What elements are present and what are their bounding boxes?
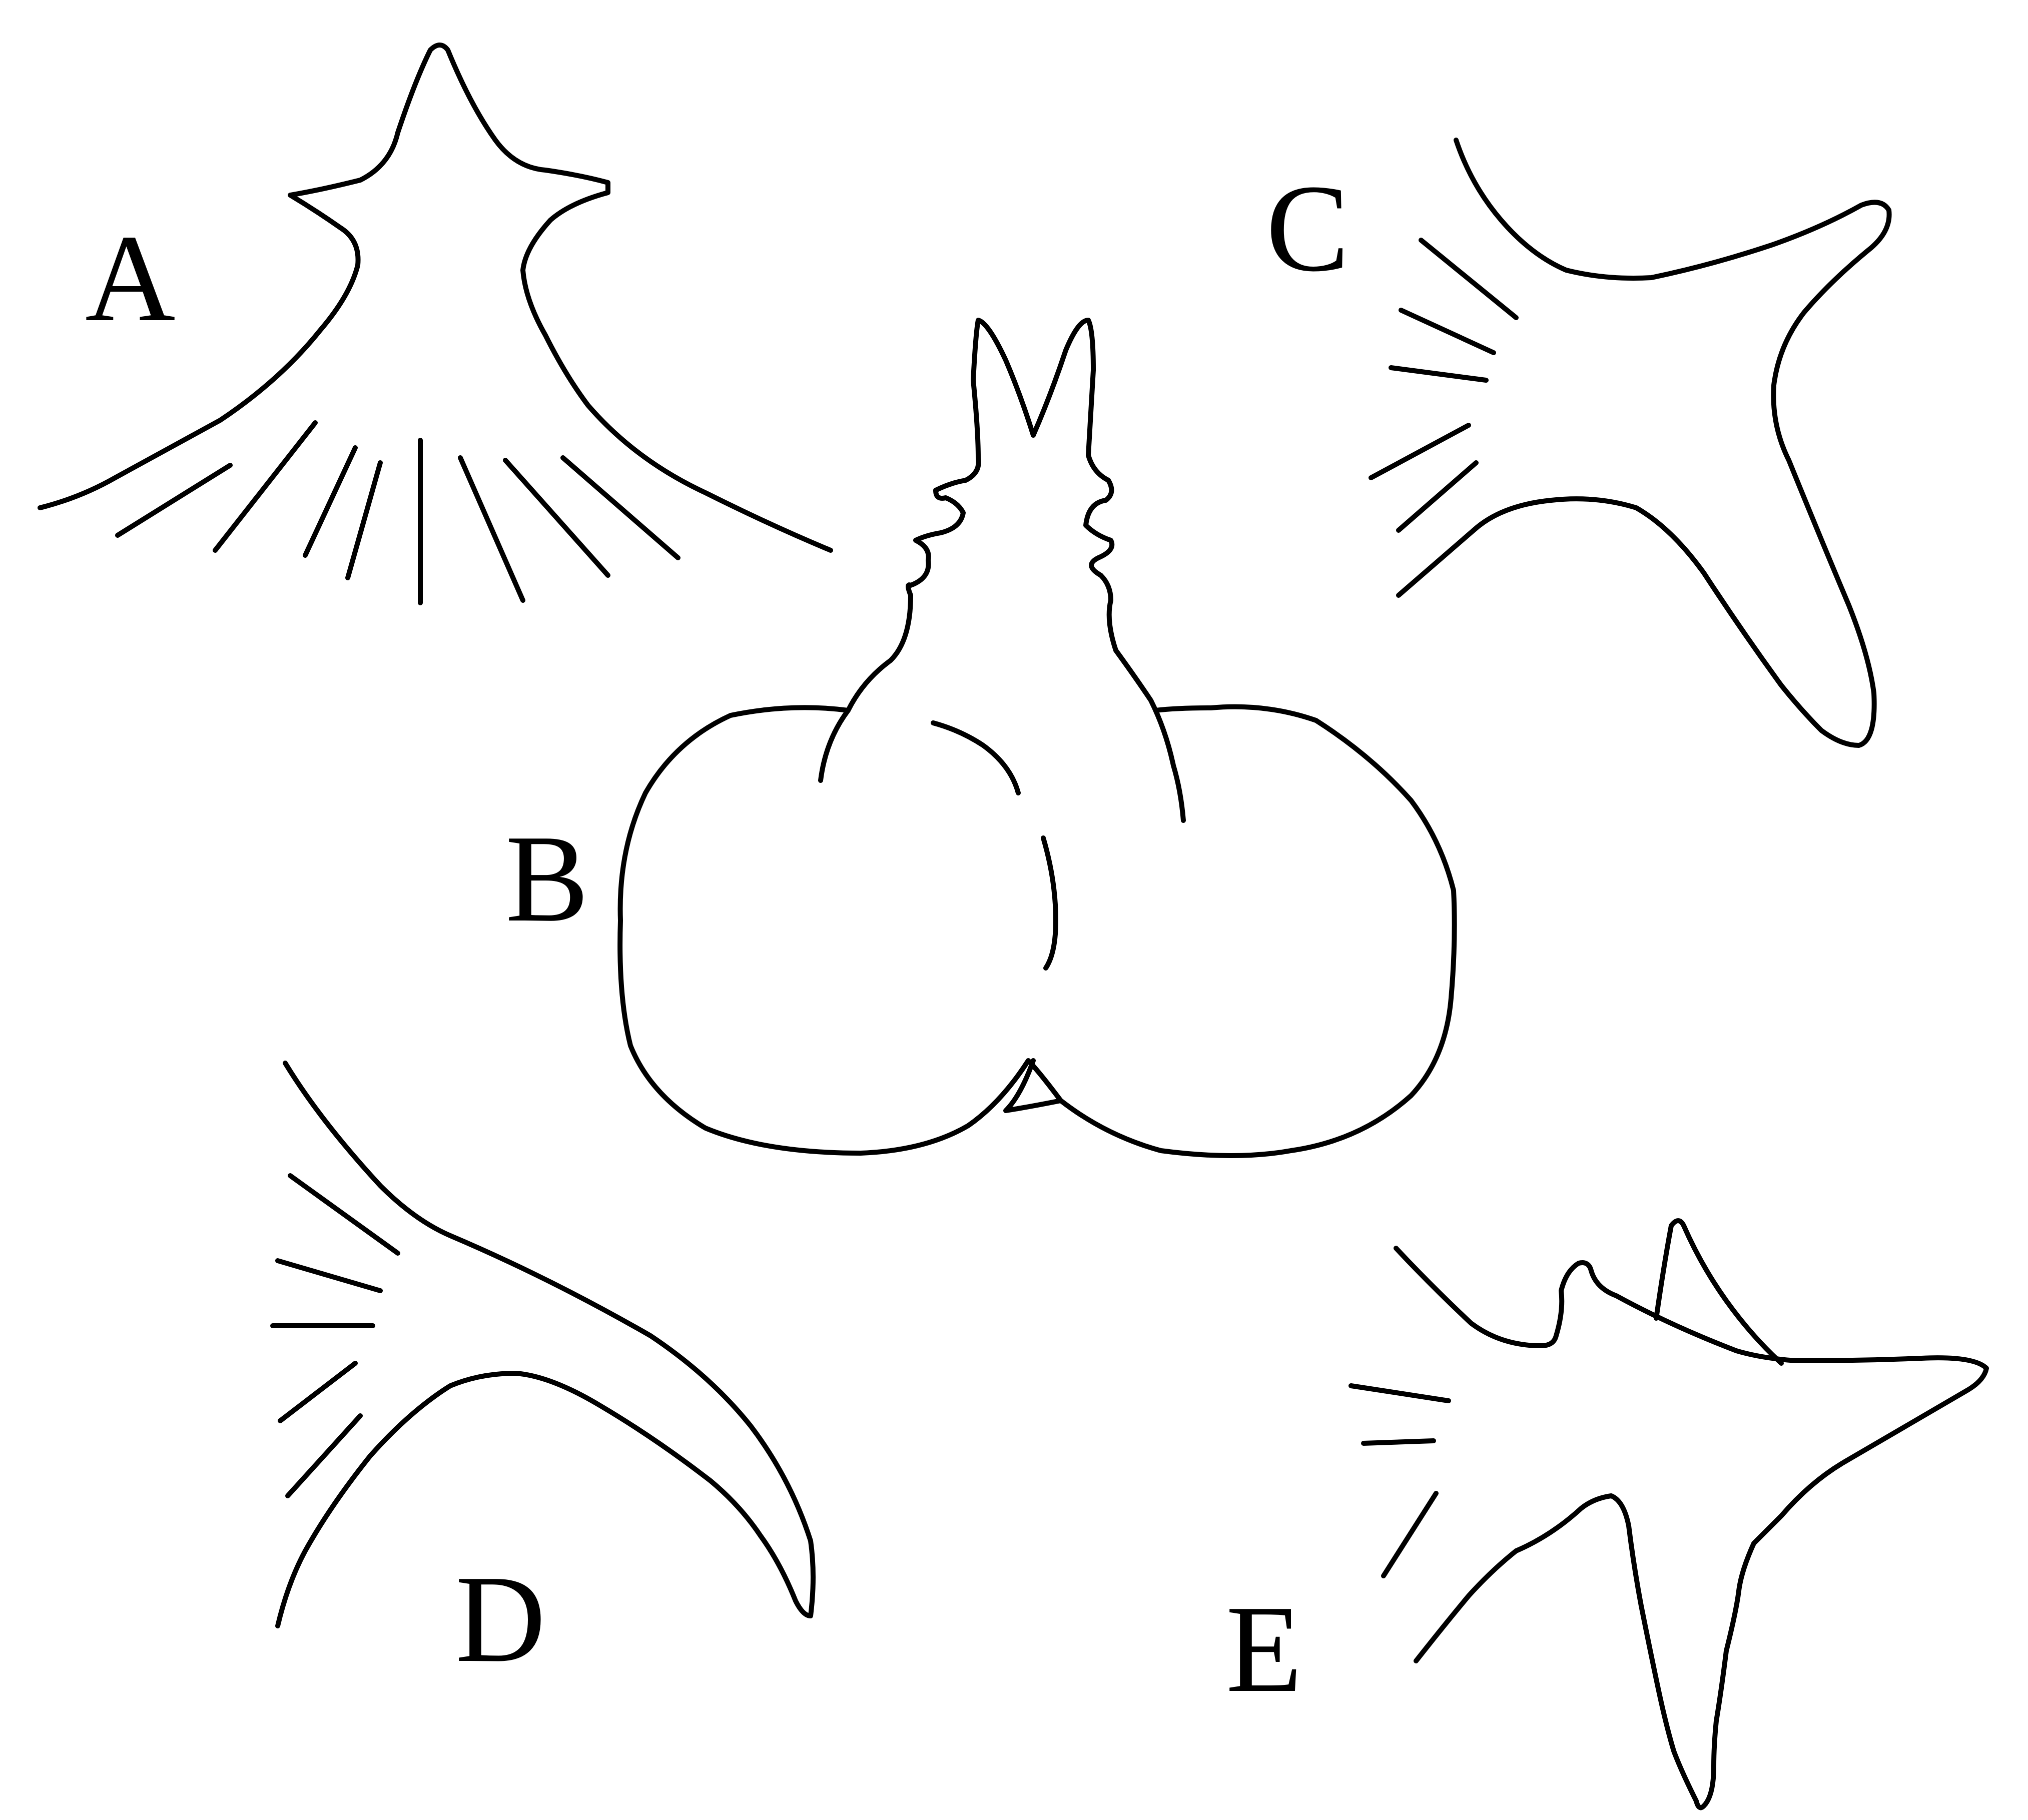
panel-c-striation	[1399, 308, 1496, 355]
panel-a-striation	[503, 458, 610, 578]
panel-b-groove-lower	[1041, 835, 1058, 971]
panel-a-striation	[303, 445, 358, 558]
panel-d-striation	[288, 1173, 400, 1256]
panel-c-striation	[1419, 238, 1519, 320]
panel-c-label: C	[1266, 159, 1349, 298]
panel-d-outline	[275, 1061, 816, 1628]
panel-a-striation	[458, 455, 525, 603]
panel-c-striation	[1396, 460, 1479, 533]
panel-e-drawing: E	[1226, 1218, 1989, 1810]
panel-a-striation	[345, 460, 383, 580]
panel-a-outline	[38, 43, 833, 553]
panel-e-label: E	[1226, 1580, 1302, 1718]
panel-a-drawing: A	[38, 43, 833, 605]
panel-e-striation	[1348, 1383, 1451, 1403]
panel-b-process-outline	[846, 318, 1186, 823]
panel-e-outline	[1394, 1246, 1989, 1810]
panel-a-striation	[213, 420, 318, 553]
panel-c-striation	[1389, 365, 1489, 383]
panel-c-striation	[1396, 528, 1476, 598]
panel-b-drawing: B	[505, 318, 1457, 1158]
panel-c-drawing: C	[1266, 138, 1892, 748]
panel-d-striation	[285, 1413, 363, 1498]
panel-b-basal-notch	[1003, 1058, 1063, 1113]
panel-d-striation	[278, 1361, 358, 1423]
panel-c-outline	[1454, 138, 1892, 748]
panel-b-label: B	[505, 809, 589, 948]
panel-e-spur-outline	[1654, 1218, 1784, 1366]
panel-a-label: A	[85, 209, 176, 348]
panel-e-striation	[1361, 1438, 1436, 1446]
panel-d-striation	[275, 1258, 383, 1293]
panel-d-drawing: D	[270, 1061, 816, 1688]
panel-b-body-outline	[617, 704, 1457, 1158]
panel-b-groove-upper	[931, 720, 1021, 795]
panel-e-striation	[1381, 1491, 1439, 1578]
panel-b-left-lobe-seam	[818, 708, 851, 783]
panel-a-striation	[115, 463, 233, 538]
panel-c-striation	[1369, 423, 1471, 480]
panel-a-striation	[560, 455, 681, 560]
panel-d-label: D	[455, 1550, 546, 1688]
